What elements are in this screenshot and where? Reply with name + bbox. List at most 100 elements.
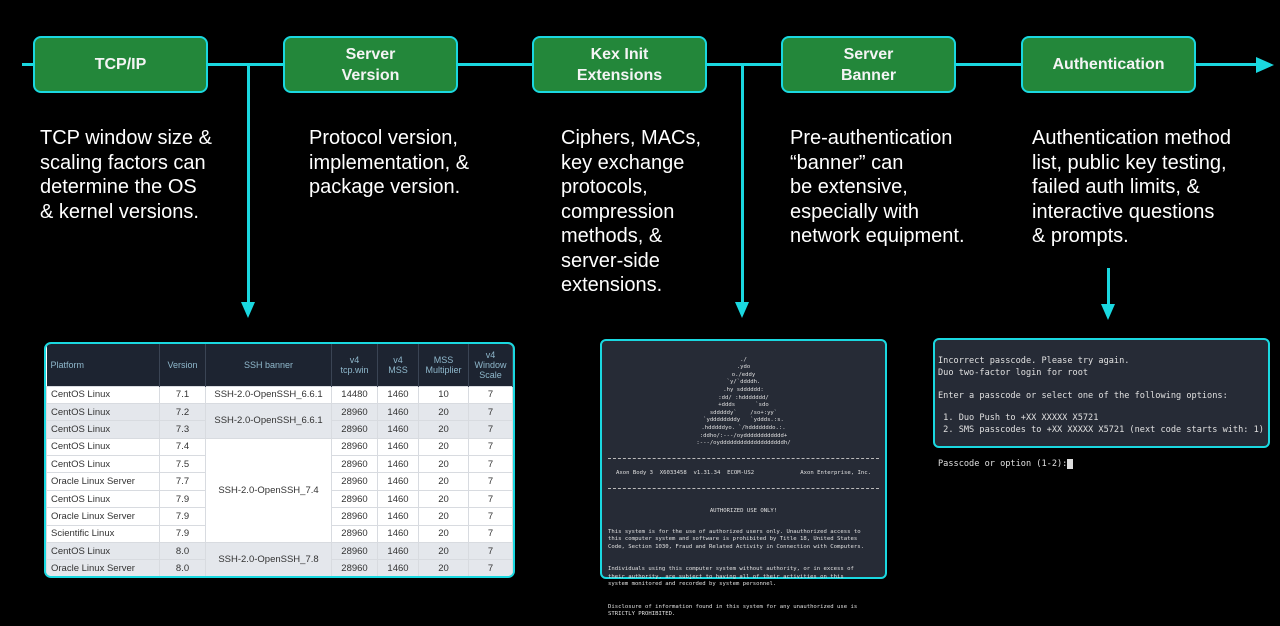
divider (608, 488, 879, 490)
cell-window-scale: 7 (468, 472, 513, 491)
terminal-cursor[interactable] (1067, 459, 1073, 470)
cell-mss-multiplier: 20 (418, 507, 469, 526)
cell-window-scale: 7 (468, 559, 513, 576)
header-window-scale: v4 Window Scale (468, 344, 513, 386)
cell-mss-multiplier: 20 (418, 542, 469, 561)
cell-window-scale: 7 (468, 542, 513, 561)
header-version: Version (159, 344, 206, 386)
cell-platform: CentOS Linux (46, 402, 160, 422)
stage-server-banner: Server Banner (781, 36, 956, 93)
cell-platform: CentOS Linux (46, 385, 160, 404)
cell-tcp-win: 28960 (331, 437, 378, 457)
cell-ssh-banner: SSH-2.0-OpenSSH_7.4 (205, 437, 332, 544)
cell-tcp-win: 14480 (331, 385, 378, 404)
cell-version: 7.9 (159, 489, 206, 509)
cell-window-scale: 7 (468, 507, 513, 526)
cell-tcp-win: 28960 (331, 507, 378, 526)
desc-server-banner: Pre-authentication “banner” can be exten… (790, 127, 965, 247)
terminal-line: 2. SMS passcodes to +XX XXXXX X5721 (nex… (938, 424, 1264, 435)
connector-kex-banner (741, 64, 744, 304)
cell-mss: 1460 (377, 420, 419, 439)
cell-tcp-win: 28960 (331, 524, 378, 544)
device-info: Axon Body 3 X6033458 v1.31.34 ECOM-US2 (616, 469, 755, 476)
cell-version: 7.5 (159, 455, 206, 474)
terminal-line: Incorrect passcode. Please try again. (938, 356, 1130, 367)
cell-mss: 1460 (377, 489, 419, 509)
cell-version: 7.4 (159, 437, 206, 457)
stage-tcp-ip: TCP/IP (33, 36, 208, 93)
cell-mss: 1460 (377, 524, 419, 544)
cell-mss: 1460 (377, 437, 419, 457)
axon-logo-ascii-art: ./ .ydo o./eddy `y/`ddddh. .hy sdddddd: … (696, 356, 791, 447)
cell-mss-multiplier: 20 (418, 472, 469, 491)
arrowhead-tcp-table (241, 302, 255, 318)
header-mss: v4 MSS (377, 344, 419, 386)
cell-mss: 1460 (377, 455, 419, 474)
banner-heading: AUTHORIZED USE ONLY! (709, 507, 778, 514)
cell-window-scale: 7 (468, 437, 513, 457)
cell-version: 7.1 (159, 385, 206, 404)
cell-mss-multiplier: 20 (418, 489, 469, 509)
cell-tcp-win: 28960 (331, 472, 378, 491)
cell-mss-multiplier: 20 (418, 559, 469, 576)
desc-tcp-ip: TCP window size & scaling factors can de… (40, 127, 212, 223)
cell-mss-multiplier: 20 (418, 437, 469, 457)
terminal-line: Enter a passcode or select one of the fo… (938, 390, 1228, 401)
os-fingerprint-table: Platform Version SSH banner v4 tcp.win v… (44, 342, 515, 578)
terminal-line (938, 436, 1265, 447)
cell-tcp-win: 28960 (331, 542, 378, 561)
cell-window-scale: 7 (468, 385, 513, 404)
cell-mss: 1460 (377, 402, 419, 422)
banner-paragraph: Individuals using this computer system w… (608, 566, 854, 588)
divider (608, 458, 879, 460)
cell-ssh-banner: SSH-2.0-OpenSSH_7.8 (205, 542, 332, 576)
stage-kex-init: Kex Init Extensions (532, 36, 707, 93)
cell-tcp-win: 28960 (331, 489, 378, 509)
cell-version: 8.0 (159, 542, 206, 561)
terminal-line: 1. Duo Push to +XX XXXXX X5721 (938, 413, 1099, 424)
vendor-name: Axon Enterprise, Inc. (800, 469, 871, 476)
passcode-prompt: Passcode or option (1-2): (938, 459, 1068, 470)
cell-version: 7.2 (159, 402, 206, 422)
cell-version: 8.0 (159, 559, 206, 576)
cell-platform: Oracle Linux Server (46, 472, 160, 491)
banner-paragraph: Disclosure of information found in this … (608, 603, 858, 618)
cell-tcp-win: 28960 (331, 559, 378, 576)
cell-platform: Scientific Linux (46, 524, 160, 544)
cell-platform: CentOS Linux (46, 455, 160, 474)
cell-mss-multiplier: 10 (418, 385, 469, 404)
desc-kex-init: Ciphers, MACs, key exchange protocols, c… (561, 127, 702, 296)
cell-ssh-banner: SSH-2.0-OpenSSH_6.6.1 (205, 385, 332, 404)
terminal-line (938, 379, 1265, 390)
cell-version: 7.9 (159, 507, 206, 526)
header-tcp-win: v4 tcp.win (331, 344, 378, 386)
arrowhead-auth-terminal (1101, 304, 1115, 320)
cell-tcp-win: 28960 (331, 455, 378, 474)
header-ssh-banner: SSH banner (205, 344, 332, 386)
desc-server-version: Protocol version, implementation, & pack… (309, 127, 470, 198)
arrowhead-kex-banner (735, 302, 749, 318)
stage-server-version: Server Version (283, 36, 458, 93)
cell-platform: CentOS Linux (46, 542, 160, 561)
cell-window-scale: 7 (468, 524, 513, 544)
cell-tcp-win: 28960 (331, 402, 378, 422)
desc-authentication: Authentication method list, public key t… (1032, 127, 1232, 247)
terminal-line: Duo two-factor login for root (938, 367, 1089, 378)
cell-version: 7.9 (159, 524, 206, 544)
cell-tcp-win: 28960 (331, 420, 378, 439)
cell-window-scale: 7 (468, 420, 513, 439)
timeline-arrowhead (1256, 57, 1274, 73)
auth-terminal: Incorrect passcode. Please try again.Duo… (933, 338, 1270, 470)
cell-mss-multiplier: 20 (418, 420, 469, 439)
header-mss-multiplier: MSS Multiplier (418, 344, 469, 386)
cell-version: 7.3 (159, 420, 206, 439)
cell-window-scale: 7 (468, 489, 513, 509)
server-banner-terminal: ./ .ydo o./eddy `y/`ddddh. .hy sdddddd: … (600, 339, 887, 617)
